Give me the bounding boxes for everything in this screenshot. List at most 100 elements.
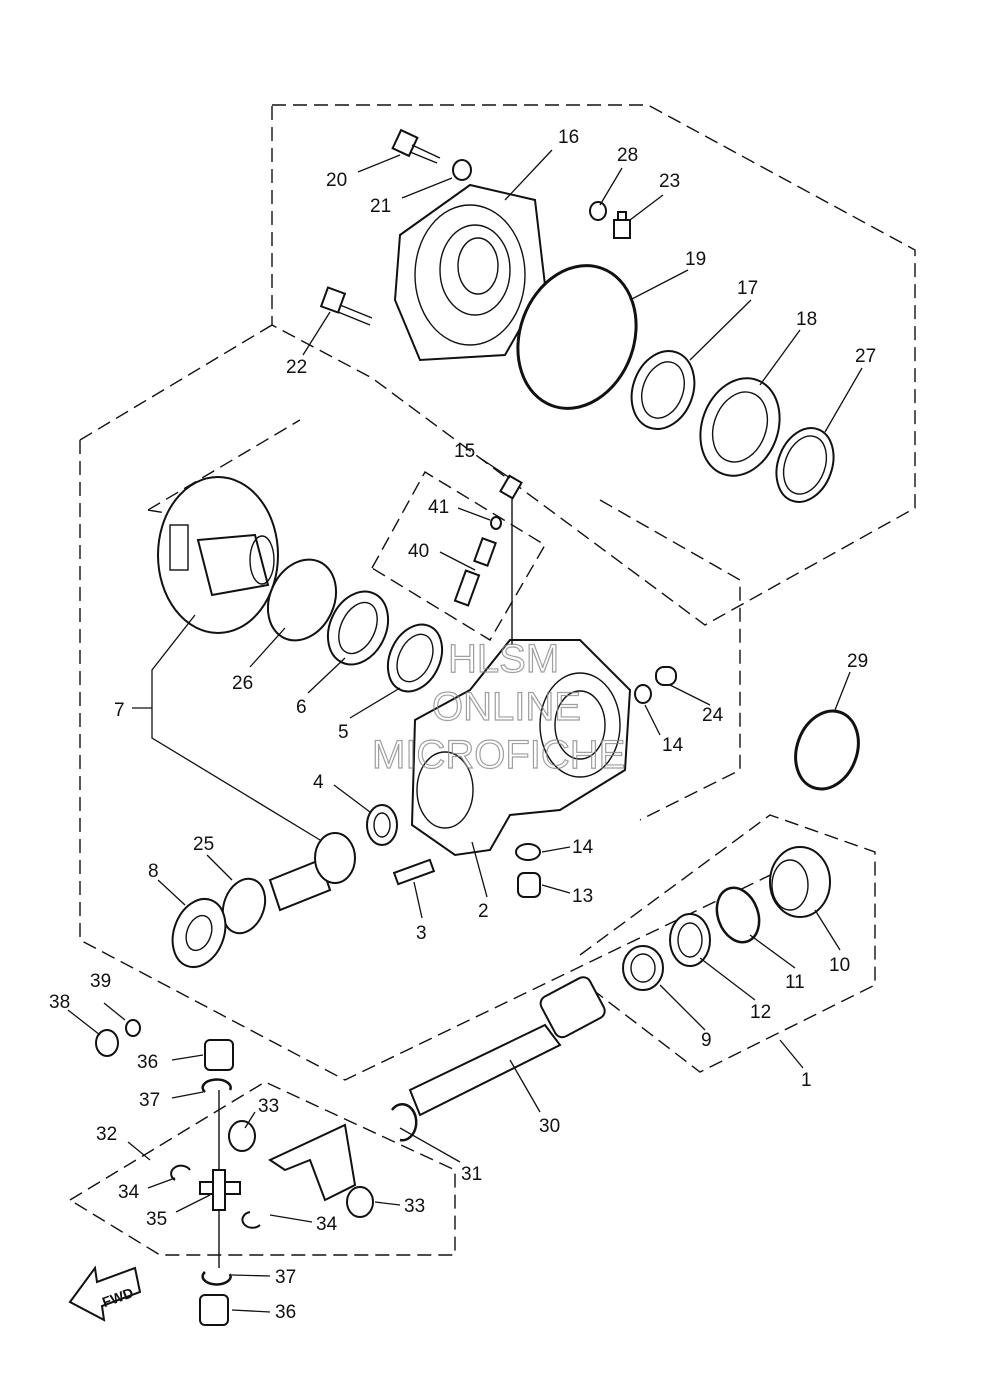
part-ring-gear-plate xyxy=(266,558,338,642)
part-universal-joint-yoke xyxy=(170,1120,374,1229)
group-outline-cover xyxy=(271,104,916,626)
callout-35: 35 xyxy=(146,1209,167,1230)
callout-23: 23 xyxy=(659,171,680,192)
callout-37-upper: 37 xyxy=(139,1090,160,1111)
part-o-ring-right xyxy=(794,709,860,791)
callout-8: 8 xyxy=(148,861,159,882)
group-outline-bearing xyxy=(579,814,876,1073)
group-outline-pin xyxy=(371,471,546,641)
leader-lines xyxy=(67,149,863,1313)
part-screw xyxy=(613,211,631,239)
part-bearing-small xyxy=(366,804,398,846)
part-pin-lower xyxy=(453,569,481,607)
callout-5: 5 xyxy=(338,722,349,743)
group-outline-case xyxy=(79,324,786,1081)
part-gasket-lower xyxy=(515,843,541,861)
part-gasket-plug xyxy=(634,684,652,704)
part-ring-gear xyxy=(157,476,279,634)
part-bolt-upper xyxy=(391,128,441,164)
part-pin-upper xyxy=(473,537,497,567)
part-bearing-upper xyxy=(699,377,781,477)
part-ring-nut xyxy=(769,846,831,918)
part-bearing-cup-bottom xyxy=(199,1294,229,1326)
callout-20: 20 xyxy=(326,170,347,191)
callout-14-lower: 14 xyxy=(572,837,594,858)
callout-39: 39 xyxy=(90,971,111,992)
callout-29: 29 xyxy=(847,651,868,672)
callout-4: 4 xyxy=(313,772,324,793)
callout-9: 9 xyxy=(701,1030,712,1051)
callout-37-lower: 37 xyxy=(275,1267,296,1288)
part-oil-seal xyxy=(630,350,696,430)
callout-27: 27 xyxy=(855,346,876,367)
callout-40: 40 xyxy=(408,541,429,562)
part-shim-pinion xyxy=(221,877,267,935)
part-bearing-cup-top xyxy=(204,1039,234,1071)
part-clip xyxy=(490,516,502,530)
part-washer-pinion xyxy=(125,1019,141,1037)
part-washer xyxy=(452,159,472,181)
part-differential-case xyxy=(410,639,632,857)
callout-24: 24 xyxy=(702,705,724,726)
part-pinion-gear xyxy=(268,832,356,912)
callout-25: 25 xyxy=(193,834,214,855)
callout-2: 2 xyxy=(478,901,489,922)
callout-26: 26 xyxy=(232,673,253,694)
group-outline-joint xyxy=(69,1081,456,1256)
callout-6: 6 xyxy=(296,697,307,718)
callout-10: 10 xyxy=(829,955,850,976)
part-circlip-bottom xyxy=(201,1271,232,1286)
assembly-group-outlines xyxy=(69,104,916,1256)
callout-33-lower: 33 xyxy=(404,1196,425,1217)
callout-31: 31 xyxy=(461,1164,482,1185)
callout-28: 28 xyxy=(617,145,638,166)
part-o-ring-large xyxy=(516,264,638,410)
callout-16: 16 xyxy=(558,127,579,148)
callout-33-upper: 33 xyxy=(258,1096,279,1117)
part-oil-seal-lower xyxy=(669,913,711,967)
part-stud xyxy=(392,858,436,886)
part-circlip-top xyxy=(201,1078,232,1093)
callout-19: 19 xyxy=(685,249,706,270)
part-bolt-lower xyxy=(319,286,373,326)
callout-17: 17 xyxy=(737,278,758,299)
callout-36-lower: 36 xyxy=(275,1302,296,1323)
part-bearing-cover xyxy=(393,183,547,362)
part-circlip xyxy=(390,1103,418,1142)
part-drive-shaft xyxy=(408,976,606,1117)
callout-15: 15 xyxy=(454,441,475,462)
watermark-line-2: ONLINE xyxy=(432,685,581,729)
watermark: HLSM ONLINE MICROFICHE xyxy=(371,636,626,777)
part-filler-plug xyxy=(517,872,541,898)
part-o-ring-nut xyxy=(715,886,761,944)
callout-21: 21 xyxy=(370,196,391,217)
callout-13: 13 xyxy=(572,886,593,907)
part-drain-plug xyxy=(655,666,677,686)
part-bearing-lower xyxy=(622,945,664,991)
callout-32: 32 xyxy=(96,1124,117,1145)
part-nut-pinion xyxy=(95,1029,119,1057)
watermark-line-3: MICROFICHE xyxy=(372,733,625,777)
parts xyxy=(95,128,860,1326)
callout-1: 1 xyxy=(801,1070,812,1091)
watermark-line-1: HLSM xyxy=(448,637,559,681)
callout-18: 18 xyxy=(796,309,817,330)
callout-14-upper: 14 xyxy=(662,735,684,756)
callout-11: 11 xyxy=(785,972,805,993)
callout-7: 7 xyxy=(114,700,125,721)
part-bearing-pinion xyxy=(171,898,227,968)
callout-3: 3 xyxy=(416,923,427,944)
callout-12: 12 xyxy=(750,1002,771,1023)
callout-41: 41 xyxy=(428,497,449,518)
part-shim xyxy=(775,427,835,503)
callout-numbers: 20 21 16 28 23 19 17 18 27 22 15 41 40 2… xyxy=(49,127,876,1323)
part-cross-spider xyxy=(199,1169,241,1211)
forward-direction-arrow: FWD xyxy=(68,1265,142,1322)
part-breather xyxy=(499,474,523,500)
callout-34-left: 34 xyxy=(118,1182,140,1203)
callout-38: 38 xyxy=(49,992,70,1013)
part-needle-bearing xyxy=(326,590,390,666)
callout-34-right: 34 xyxy=(316,1214,338,1235)
part-oil-seal-mid xyxy=(386,623,444,693)
